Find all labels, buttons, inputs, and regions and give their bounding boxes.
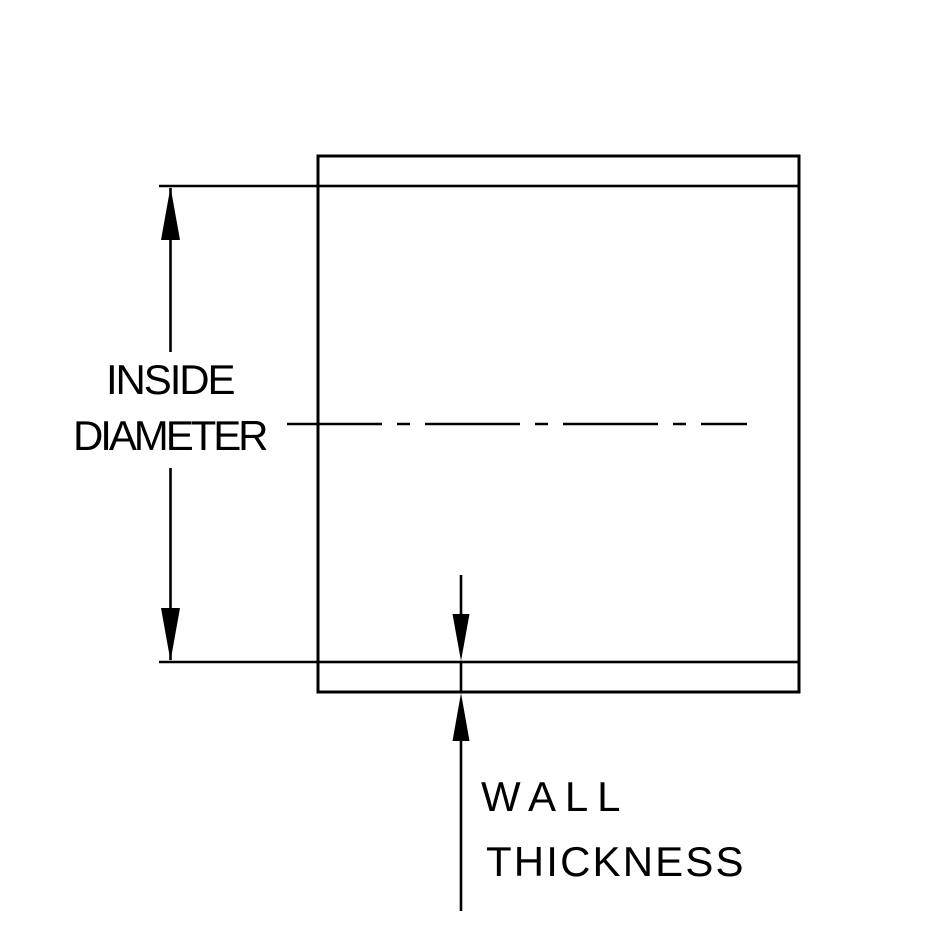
wall-thickness-dimension: WALL THICKNESS — [452, 575, 744, 911]
wall-arrowhead-down-icon — [452, 614, 470, 661]
wall-thickness-label-line2: THICKNESS — [486, 838, 744, 885]
inside-diameter-dimension: INSIDE DIAMETER — [73, 184, 318, 664]
top-wall-hatch — [316, 154, 801, 188]
inside-diameter-label-line2: DIAMETER — [73, 412, 269, 459]
arrowhead-up-icon — [161, 187, 180, 240]
inside-diameter-label-line1: INSIDE — [106, 356, 236, 403]
wall-thickness-label-line1: WALL — [481, 773, 621, 820]
wall-arrowhead-up-icon — [452, 693, 470, 741]
tube-cross-section — [287, 154, 801, 694]
bottom-wall-hatch — [316, 660, 801, 694]
arrowhead-down-icon — [161, 608, 180, 661]
